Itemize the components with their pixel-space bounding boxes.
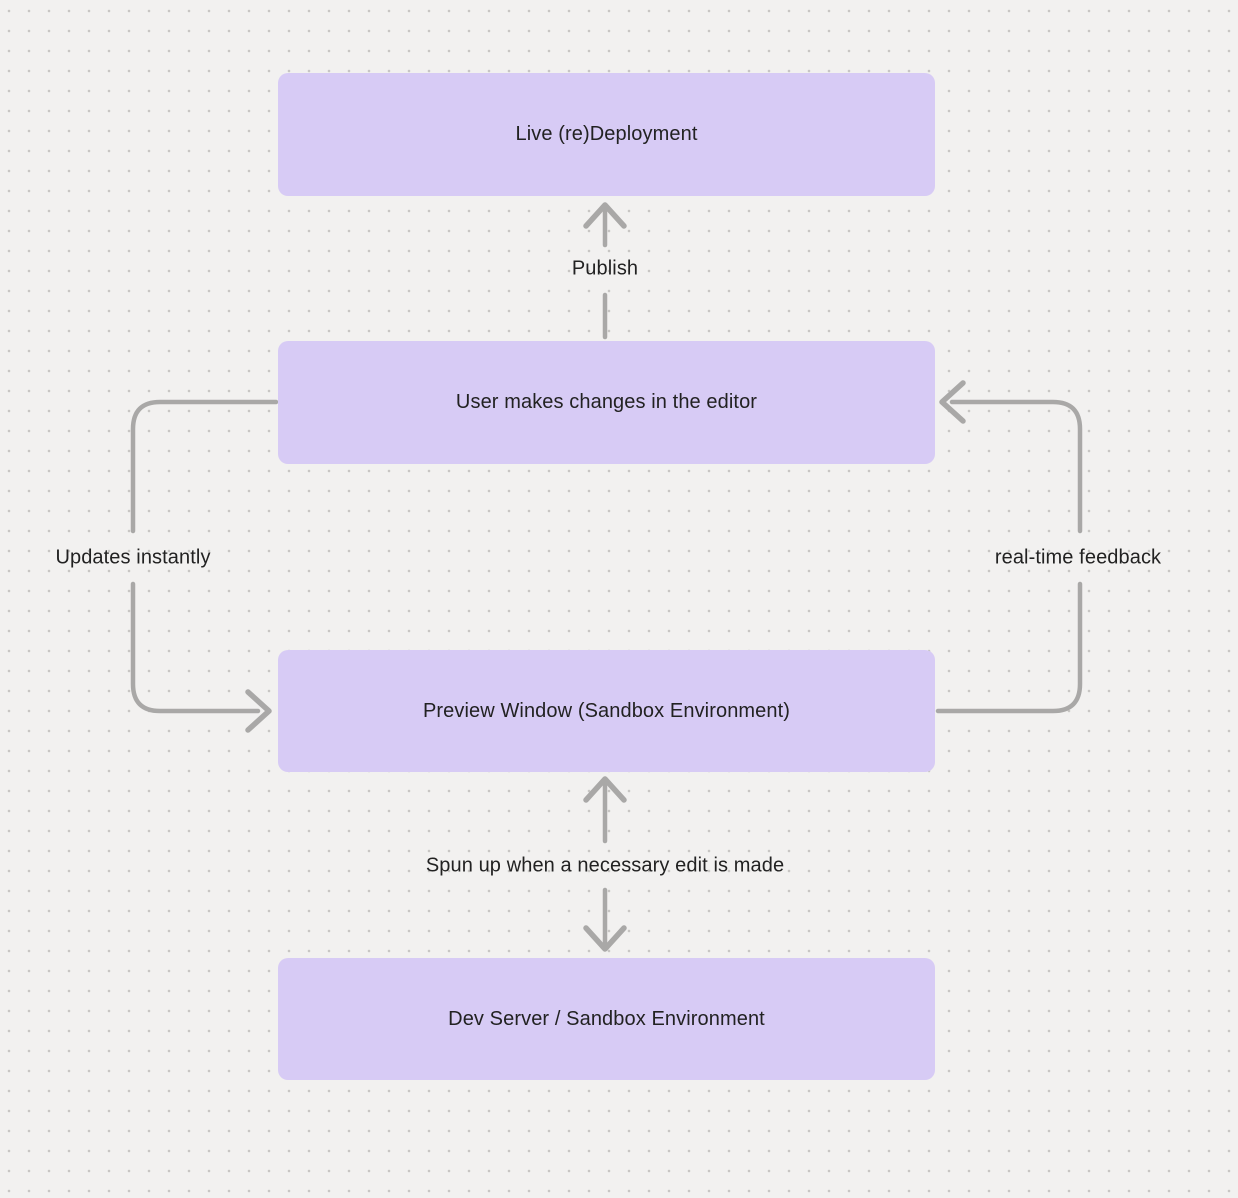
edge-label-updates-instantly[interactable]: Updates instantly — [55, 546, 211, 569]
connector-updates-instantly[interactable] — [130, 399, 279, 733]
connector-updates-line-upper — [130, 399, 279, 534]
arrowhead-up-icon — [583, 776, 627, 803]
edge-label-spun-up[interactable]: Spun up when a necessary edit is made — [425, 854, 785, 877]
arrowhead-up-icon — [583, 202, 627, 229]
edge-label-publish[interactable]: Publish — [571, 257, 639, 280]
connector-publish[interactable] — [583, 202, 627, 340]
node-live-redeployment[interactable]: Live (re)Deployment — [278, 73, 935, 196]
connector-updates-line-lower — [130, 581, 261, 714]
connector-spun-up[interactable] — [583, 776, 627, 952]
node-user-editor-label: User makes changes in the editor — [455, 391, 758, 413]
edge-label-real-time-feedback[interactable]: real-time feedback — [994, 546, 1162, 569]
node-preview-window-label: Preview Window (Sandbox Environment) — [422, 699, 791, 722]
arrowhead-down-icon — [583, 925, 627, 952]
arrowhead-right-icon — [245, 689, 272, 733]
connector-feedback-line-upper — [949, 399, 1083, 534]
connector-real-time-feedback[interactable] — [935, 380, 1083, 714]
node-live-redeployment-label: Live (re)Deployment — [515, 123, 698, 145]
node-dev-server[interactable]: Dev Server / Sandbox Environment — [278, 958, 935, 1080]
node-dev-server-label: Dev Server / Sandbox Environment — [448, 1007, 765, 1030]
node-preview-window[interactable]: Preview Window (Sandbox Environment) — [278, 650, 935, 772]
node-user-editor[interactable]: User makes changes in the editor — [278, 341, 935, 464]
connector-feedback-line-lower — [935, 581, 1083, 714]
arrowhead-left-icon — [939, 380, 966, 424]
